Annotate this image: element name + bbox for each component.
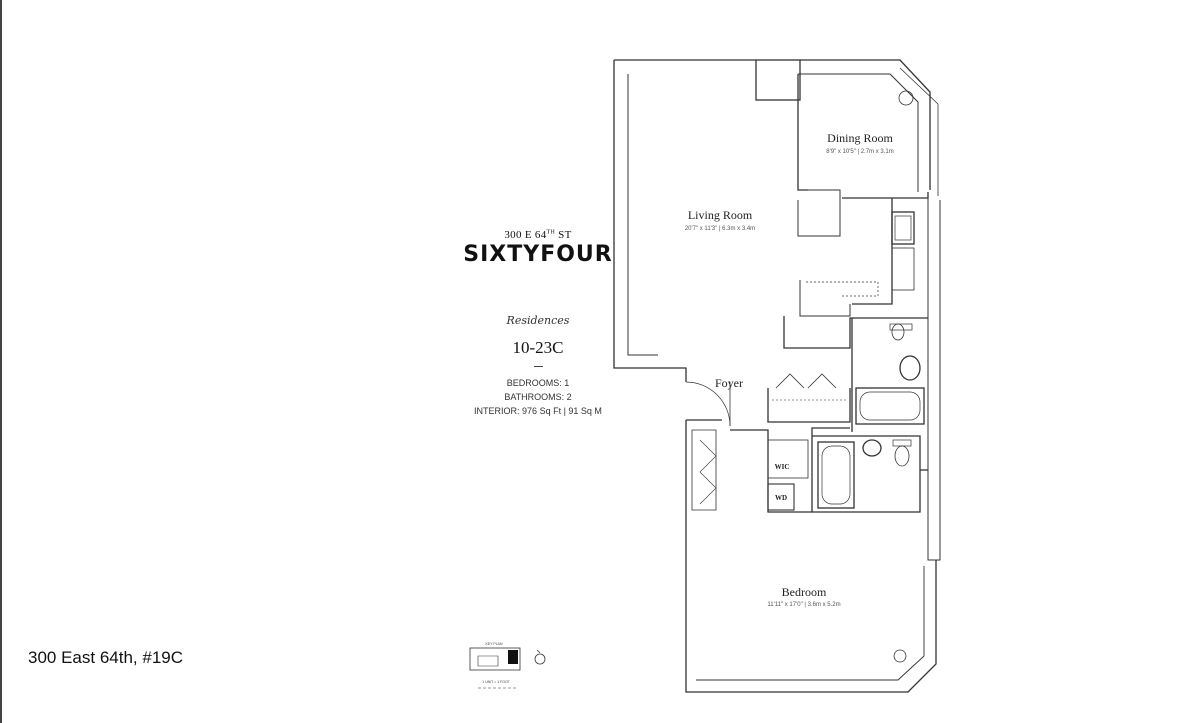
living-room-label: Living Room (688, 208, 753, 222)
foyer-label: Foyer (715, 376, 743, 390)
bedroom-dims: 11'11" x 17'0" | 3.6m x 5.2m (767, 602, 840, 608)
north-arrow-icon (534, 653, 546, 665)
wic-label: WIC (775, 463, 790, 471)
key-plan-scale: 1 UNIT = 1 FOOT (482, 680, 511, 684)
address-sup: TH (546, 229, 556, 236)
residences-script-label: Residences (506, 314, 570, 327)
listing-caption: 300 East 64th, #19C (28, 648, 184, 667)
address-main: 300 E 64 (504, 229, 547, 241)
building-name: SIXTYFOUR (463, 242, 613, 267)
key-plan-title: KEY PLAN (485, 642, 503, 646)
address-tail: ST (555, 229, 572, 241)
bathrooms-count: BATHROOMS: 2 (504, 392, 572, 402)
interior-area: INTERIOR: 976 Sq Ft | 91 Sq M (474, 406, 602, 416)
unit-number: 10-23C (512, 338, 564, 357)
left-edge-rule (0, 0, 2, 723)
dining-room-label: Dining Room (827, 131, 893, 145)
wd-label: WD (775, 494, 787, 502)
bedroom-label: Bedroom (782, 585, 827, 599)
plan-walls (613, 59, 941, 693)
key-plan: KEY PLAN 1 UNIT = 1 FOOT (469, 642, 546, 689)
living-room-dims: 20'7" x 11'3" | 6.3m x 3.4m (685, 226, 755, 232)
unit-specs: BEDROOMS: 1 BATHROOMS: 2 INTERIOR: 976 S… (440, 376, 636, 418)
divider-dash (534, 366, 543, 367)
dining-room-dims: 8'9" x 10'5" | 2.7m x 3.1m (826, 149, 893, 155)
building-address: 300 E 64TH ST (452, 229, 624, 241)
bedrooms-count: BEDROOMS: 1 (506, 378, 570, 388)
